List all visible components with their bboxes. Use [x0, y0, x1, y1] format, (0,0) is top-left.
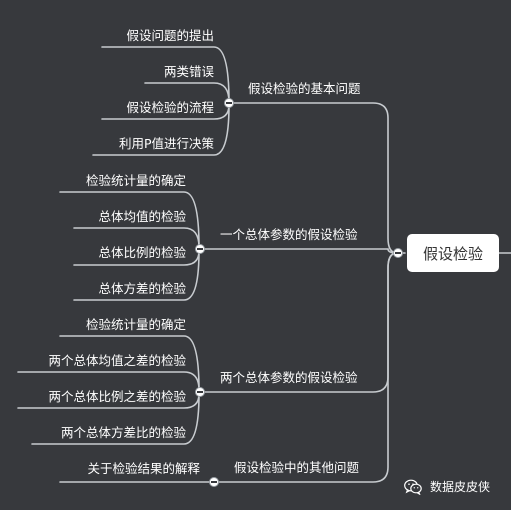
leaf-b1-c2[interactable]: 两类错误 [163, 64, 214, 79]
connector-b1-c4 [92, 104, 230, 156]
watermark-text: 数据皮皮侠 [430, 480, 491, 494]
leaf-b1-c1[interactable]: 假设问题的提出 [126, 28, 214, 43]
leaf-b2-c2[interactable]: 总体均值的检验 [98, 209, 186, 224]
leaf-b3-c1[interactable]: 检验统计量的确定 [85, 317, 186, 332]
connector-branch-1 [231, 102, 398, 254]
connector-b1-c1 [101, 46, 230, 103]
leaf-b3-c2[interactable]: 两个总体均值之差的检验 [48, 353, 186, 368]
leaf-b2-c1[interactable]: 检验统计量的确定 [85, 173, 186, 188]
leaf-b1-c4[interactable]: 利用P值进行决策 [118, 136, 214, 151]
connector-b2-c1 [59, 191, 200, 248]
collapse-toggle-root[interactable] [393, 248, 403, 258]
connector-b3-c2 [17, 371, 200, 391]
leaf-b4-c1[interactable]: 关于检验结果的解释 [87, 461, 200, 476]
root-node[interactable]: 假设检验 [407, 234, 499, 272]
collapse-toggle-branch-1[interactable] [224, 98, 234, 108]
leaf-b2-c3[interactable]: 总体比例的检验 [98, 245, 186, 260]
watermark: 数据皮皮侠 [404, 478, 490, 495]
wechat-icon [404, 479, 422, 495]
collapse-toggle-branch-2[interactable] [195, 244, 205, 254]
branch-label-other-issues[interactable]: 假设检验中的其他问题 [234, 460, 360, 475]
connector-b3-c1 [59, 335, 200, 391]
connector-branch-4 [215, 252, 398, 483]
branch-label-basic-issues[interactable]: 假设检验的基本问题 [248, 81, 361, 96]
branch-label-two-populations[interactable]: 两个总体参数的假设检验 [220, 370, 358, 385]
leaf-b3-c4[interactable]: 两个总体方差比的检验 [60, 425, 186, 440]
connector-b3-c4 [31, 393, 200, 445]
leaf-b2-c4[interactable]: 总体方差的检验 [98, 281, 186, 296]
collapse-toggle-branch-4[interactable] [209, 477, 219, 487]
branch-label-one-population[interactable]: 一个总体参数的假设检验 [220, 227, 358, 242]
leaf-b1-c3[interactable]: 假设检验的流程 [126, 100, 214, 115]
leaf-b3-c3[interactable]: 两个总体比例之差的检验 [48, 389, 186, 404]
collapse-toggle-branch-3[interactable] [195, 387, 205, 397]
connector-b2-c4 [73, 250, 200, 301]
connector-branch-2 [201, 248, 398, 254]
